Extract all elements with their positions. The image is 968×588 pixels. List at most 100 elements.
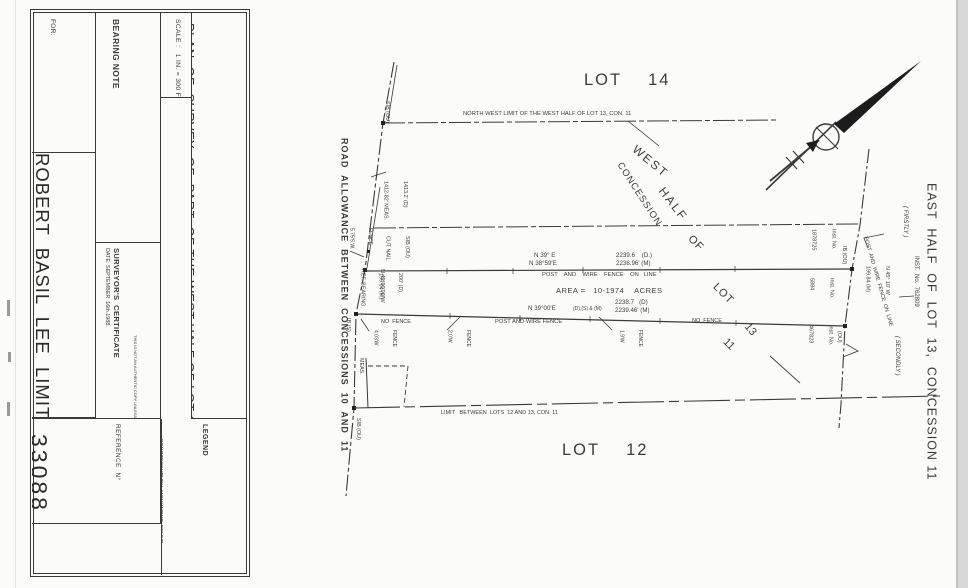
plan-title: PLAN OF SURVEY OF PART OF THE WEST HALF …: [191, 13, 246, 419]
signature-block: ROBERT B. LEE, ONTARIO LAND SURVEYOR. TH…: [97, 335, 161, 418]
scan-edge-line: [956, 0, 958, 588]
lot-12-label: LOT 12: [562, 441, 649, 459]
scan-smudge: [7, 300, 10, 316]
fence-leaders: [349, 250, 801, 384]
no-fence-west-note: NO FENCE: [381, 319, 411, 325]
west-side-distances: 200' (D) 199.04 (M): [364, 273, 415, 299]
firm-box: ROBERT BASIL LEE LIMITED ONTARIO LAND SU…: [32, 153, 96, 418]
ref-bearing-line: REF. BEARING.: [359, 269, 366, 308]
reference-label: REFERENCE N°: [114, 424, 121, 481]
south-distance-deed: 2238.7 (D): [615, 299, 648, 306]
bearing-note-heading: BEARING NOTE: [111, 19, 121, 89]
bearing-line: N 45°00'00"W: [378, 269, 385, 303]
firstly-label: ( FIRSTLY ): [901, 206, 908, 238]
fence-note-2: FENCE 4.03'W: [360, 330, 409, 347]
scan-smudge: [7, 402, 10, 416]
scale-note: SCALE : 1 IN. = 300 FT.: [161, 13, 191, 98]
south-fence-note: POST AND WIRE FENCE: [495, 319, 563, 325]
fence-note-3: FENCE 2.0'W: [434, 330, 483, 347]
inst-line: Inst. No.: [830, 229, 837, 250]
secondly-label: ( SECONDLY ): [893, 336, 900, 376]
client-box: FOR: MR. A. VESCIO: [32, 13, 96, 153]
south-distance-measured: 2239.46' (M): [615, 307, 650, 314]
east-side-dimensions: N 45° 10' W 199.84 (M): [851, 266, 902, 295]
east-half-label: EAST HALF OF LOT 13, CONCESSION 11: [924, 183, 939, 481]
meas-note: MEAS.: [358, 358, 365, 375]
limit-12-13-label: LIMIT BETWEEN LOTS 12 AND 13, CON. 11: [441, 410, 558, 416]
road-allowance-line: [345, 61, 398, 497]
bearing-note: BEARING NOTE BEARINGS ARE ASTRONOMIC AND…: [96, 13, 161, 243]
surveyors-certificate: SURVEYOR'S CERTIFICATE I CERTIFY THAT : …: [96, 243, 161, 418]
lot-14-label: LOT 14: [584, 71, 671, 89]
monument-note-ne: IB (OU): [841, 246, 848, 265]
monument-note-mid: SIB (OU) CUT NAIL: [371, 236, 422, 260]
reference-box: REFERENCE N° 33088: [32, 418, 161, 524]
legend-heading: LEGEND: [201, 424, 208, 457]
legend-row: ■ DENOTES SURVEY MONUMENT FOUND: [161, 424, 164, 573]
monument-note-top: SIB (OU): [384, 101, 391, 123]
authenticity-disclaimer: THIS IS NOT AN AUTHENTIC COPY UNLESS SEA…: [133, 335, 138, 418]
parcel-south-boundary: [355, 313, 846, 327]
inst-line: 5884: [808, 278, 815, 291]
monument-markers: [352, 121, 854, 410]
dist-line: 1413.2' (D): [401, 181, 408, 208]
fence-note-4: FENCE 1.9'W: [606, 330, 655, 347]
area-label: AREA = 10-1974 ACRES: [556, 286, 663, 295]
fence-line: FENCE: [391, 330, 397, 347]
north-distance-measured: 2238.96' (M): [616, 260, 651, 267]
parcel-north-boundary: [364, 266, 853, 274]
inst-no-1878725: Inst. No. 1878725: [797, 229, 849, 250]
west-side-bearing: N 45°00'00"W REF. BEARING.: [346, 269, 397, 308]
east-limit-line: [838, 148, 915, 429]
dist-line: 199.84 (M): [864, 266, 871, 293]
fence-line: 2.0'W: [446, 330, 453, 343]
no-fence-east-note: NO FENCE: [692, 318, 722, 324]
road-allowance-label: ROAD ALLOWANCE BETWEEN CONCESSIONS 10 AN…: [339, 138, 350, 453]
inst-no-467823: Inst. No. 467823: [794, 325, 846, 345]
scan-smudge: [8, 352, 11, 362]
reference-number: 33088: [32, 434, 52, 513]
inst-no-5884: Inst. No. 5884: [795, 278, 847, 298]
bearing-line: N 45° 10' W: [883, 266, 890, 295]
fence-line: 1.9'W: [618, 330, 625, 343]
monument-note-se: (OU): [836, 331, 843, 343]
legend-denotes: DENOTES: [161, 439, 163, 466]
fence-note-1: FENCE 5.75'S.W.: [336, 228, 385, 249]
dist-line: 1412-82' MEAS.: [382, 181, 389, 221]
legend-symbol: ■: [161, 424, 164, 439]
nw-limit-label: NORTH WEST LIMIT OF THE WEST HALF OF LOT…: [463, 111, 632, 117]
legend-desc: SURVEY MONUMENT FOUND: [161, 465, 163, 544]
fence-line: 4.03'W: [372, 330, 379, 346]
fence-line: FENCE: [465, 330, 471, 347]
inst-line: 1878725: [810, 229, 817, 251]
road-dimension: 1413.2' (D) 1412-82' MEAS.: [369, 181, 420, 220]
fence-line: FENCE: [367, 228, 373, 245]
fence-jog-lines: [365, 357, 409, 409]
monument-line: SIB (OU): [403, 236, 410, 258]
north-fence-note: POST AND WIRE FENCE ON LINE: [542, 272, 657, 278]
north-distance-deed: 2239.6 (D.): [616, 252, 653, 259]
south-bearing: N 39°00'E: [528, 305, 556, 312]
dist-line: 200' (D): [396, 273, 403, 293]
inst-line: Inst. No.: [828, 278, 835, 299]
scan-edge-right: [958, 0, 968, 588]
monument-line: CUT NAIL: [384, 236, 391, 261]
north-arrow-icon: [765, 61, 921, 191]
north-bearing-deed: N 39° E: [534, 252, 556, 259]
monument-note-bottom: SIB (OU): [355, 418, 362, 440]
inst-line: 467823: [807, 325, 814, 344]
certificate-date: DATE: SEPTEMBER 16th.1988.: [104, 248, 110, 327]
northwest-limit-line: [382, 119, 779, 147]
for-label: FOR:: [49, 19, 56, 36]
north-bearing-measured: N 38°59'E: [529, 260, 557, 267]
dist-line: 199.04 (M): [377, 273, 384, 300]
east-inst-label: INST. No. 762809: [912, 256, 919, 307]
legend: LEGEND ■ DENOTES SURVEY MONUMENT FOUND □…: [161, 419, 246, 575]
scan-edge-left: [15, 0, 16, 588]
lot-12-13-limit-line: [353, 395, 941, 409]
inst-line: Inst. No.: [827, 325, 834, 346]
division-line: [373, 223, 859, 229]
monument-note-sw: IB (S): [345, 318, 352, 332]
